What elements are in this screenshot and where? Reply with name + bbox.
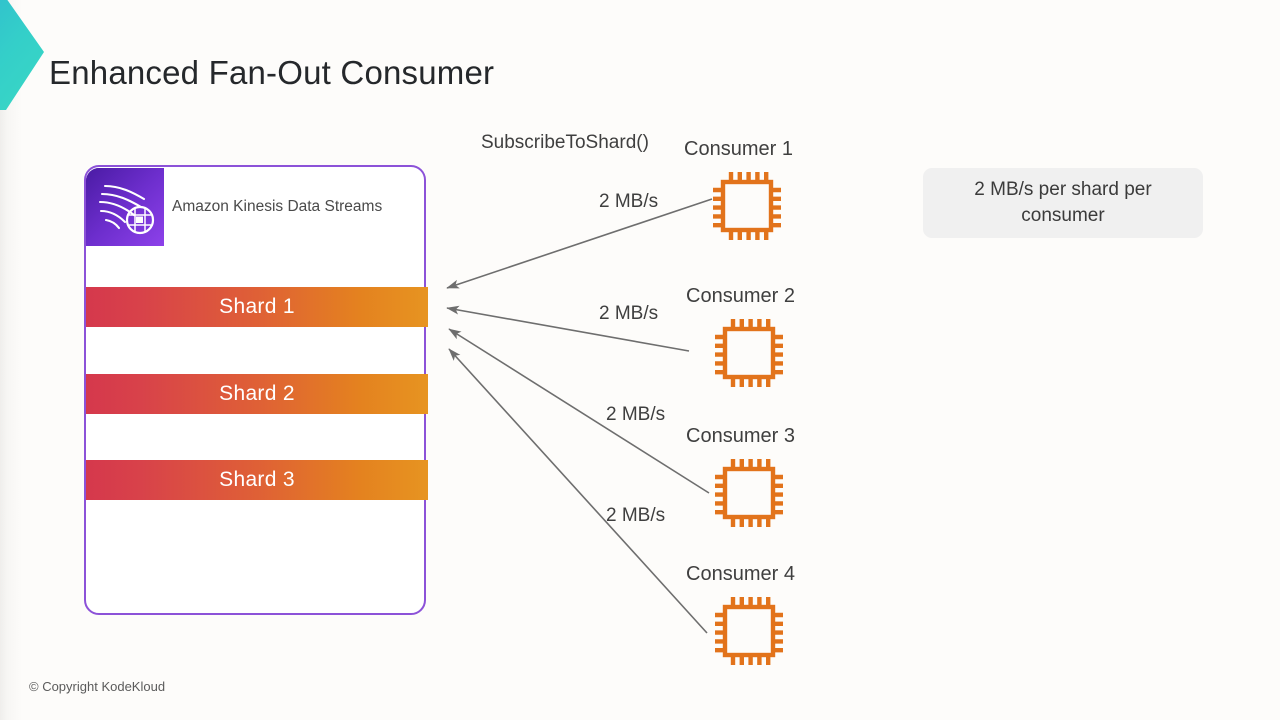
arrow-consumer-4: [448, 348, 708, 634]
kodekloud-chevron-logo-icon: [0, 0, 44, 110]
consumer-2: Consumer 2: [686, 285, 856, 394]
page-title: Enhanced Fan-Out Consumer: [49, 54, 495, 91]
rate-label-consumer-1: 2 MB/s: [599, 191, 659, 212]
callout-line-2: consumer: [1021, 205, 1105, 226]
shard-label: Shard 3: [219, 468, 295, 491]
kinesis-header: Amazon Kinesis Data Streams: [86, 167, 382, 247]
shard-label: Shard 1: [219, 295, 295, 318]
rate-label-consumer-2: 2 MB/s: [599, 303, 659, 324]
copyright-notice: © Copyright KodeKloud: [29, 679, 166, 694]
consumer-1: Consumer 1: [684, 138, 854, 247]
cpu-chip-icon: [715, 597, 783, 665]
shard-label: Shard 2: [219, 382, 295, 405]
subscribe-to-shard-label: SubscribeToShard(): [481, 132, 649, 153]
rate-label-consumer-3: 2 MB/s: [606, 404, 666, 425]
shard-row: Shard 2: [86, 374, 428, 414]
consumer-label: Consumer 2: [686, 285, 795, 307]
consumer-label: Consumer 3: [686, 425, 795, 447]
throughput-callout: 2 MB/s per shard per consumer: [923, 168, 1203, 238]
callout-line-1: 2 MB/s per shard per: [974, 179, 1152, 201]
kinesis-data-streams-box: Amazon Kinesis Data Streams Shard 1 Shar…: [84, 165, 428, 615]
cpu-chip-icon: [715, 459, 783, 527]
shard-row: Shard 3: [86, 460, 428, 500]
kinesis-service-label: Amazon Kinesis Data Streams: [172, 198, 383, 215]
shard-row: Shard 1: [86, 287, 428, 327]
arrow-consumer-3: [448, 328, 710, 494]
cpu-chip-icon: [713, 172, 781, 240]
throughput-callout-text: 2 MB/s per shard per consumer: [974, 177, 1151, 228]
amazon-kinesis-data-streams-icon: [86, 168, 164, 246]
consumer-label: Consumer 1: [684, 138, 793, 160]
cpu-chip-icon: [715, 319, 783, 387]
consumer-4: Consumer 4: [686, 563, 856, 672]
arrow-consumer-1: [446, 198, 713, 289]
rate-label-consumer-4: 2 MB/s: [606, 505, 666, 526]
consumer-3: Consumer 3: [686, 425, 856, 534]
consumer-label: Consumer 4: [686, 563, 795, 585]
